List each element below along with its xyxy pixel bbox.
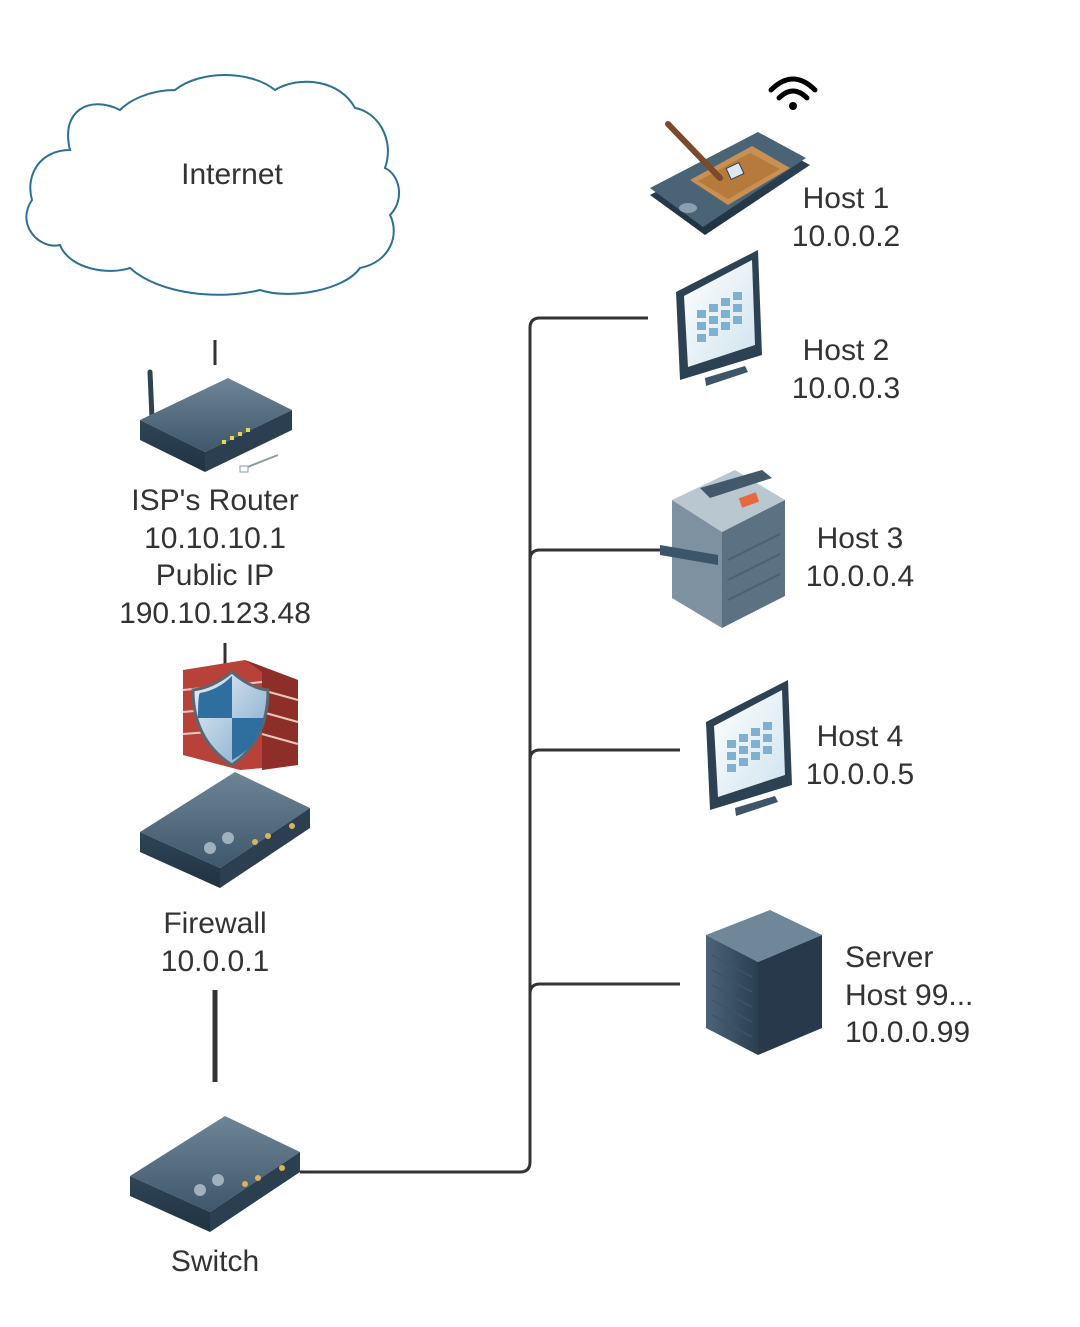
server-host: Host 99...	[845, 978, 974, 1012]
host4-name: Host 4	[816, 720, 904, 753]
host2-label: Host 2 10.0.0.3	[776, 332, 916, 407]
internet-cloud-icon	[25, 74, 400, 296]
isp-router-public-ip-caption: Public IP	[155, 559, 275, 592]
connections	[212, 316, 680, 1174]
isp-router-name: ISP's Router	[131, 484, 299, 517]
host1-name: Host 1	[802, 182, 890, 215]
bus-host4-link	[528, 748, 680, 761]
host3-name: Host 3	[816, 522, 904, 555]
firewall-label: Firewall 10.0.0.1	[115, 905, 315, 980]
desktop-monitor-icon	[706, 680, 792, 816]
host2-name: Host 2	[802, 334, 890, 367]
host3-label: Host 3 10.0.0.4	[790, 520, 930, 595]
switch-bus-link	[300, 316, 648, 1174]
switch-name: Switch	[170, 1245, 260, 1278]
server-icon	[706, 910, 822, 1055]
server-label: Server Host 99... 10.0.0.99	[845, 939, 1045, 1052]
firewall-ip: 10.0.0.1	[160, 944, 270, 978]
router-icon	[140, 369, 292, 473]
server-name: Server	[845, 941, 934, 974]
bus-host3-link	[528, 548, 660, 561]
isp-router-ip: 10.10.10.1	[144, 521, 286, 555]
firewall-wall-icon	[182, 660, 299, 770]
internet-label-text: Internet	[181, 158, 283, 191]
host1-label: Host 1 10.0.0.2	[776, 180, 916, 255]
tablet-pda-icon	[650, 121, 810, 235]
host3-ip: 10.0.0.4	[805, 559, 915, 593]
isp-router-public-ip: 190.10.123.48	[119, 596, 311, 630]
host4-label: Host 4 10.0.0.5	[790, 718, 930, 793]
server-ip: 10.0.0.99	[845, 1016, 971, 1049]
wifi-icon	[768, 76, 818, 110]
printer-copier-icon	[660, 470, 785, 628]
host2-ip: 10.0.0.3	[791, 371, 901, 405]
isp-router-label: ISP's Router 10.10.10.1 Public IP 190.10…	[95, 482, 335, 632]
bus-server-link	[528, 982, 680, 995]
internet-label: Internet	[152, 156, 312, 194]
host1-ip: 10.0.0.2	[791, 219, 901, 253]
firewall-device-icon	[140, 772, 310, 888]
switch-device-icon	[130, 1116, 300, 1232]
desktop-monitor-icon	[676, 250, 762, 386]
firewall-name: Firewall	[163, 907, 267, 940]
host4-ip: 10.0.0.5	[805, 757, 915, 791]
switch-label: Switch	[135, 1243, 295, 1281]
